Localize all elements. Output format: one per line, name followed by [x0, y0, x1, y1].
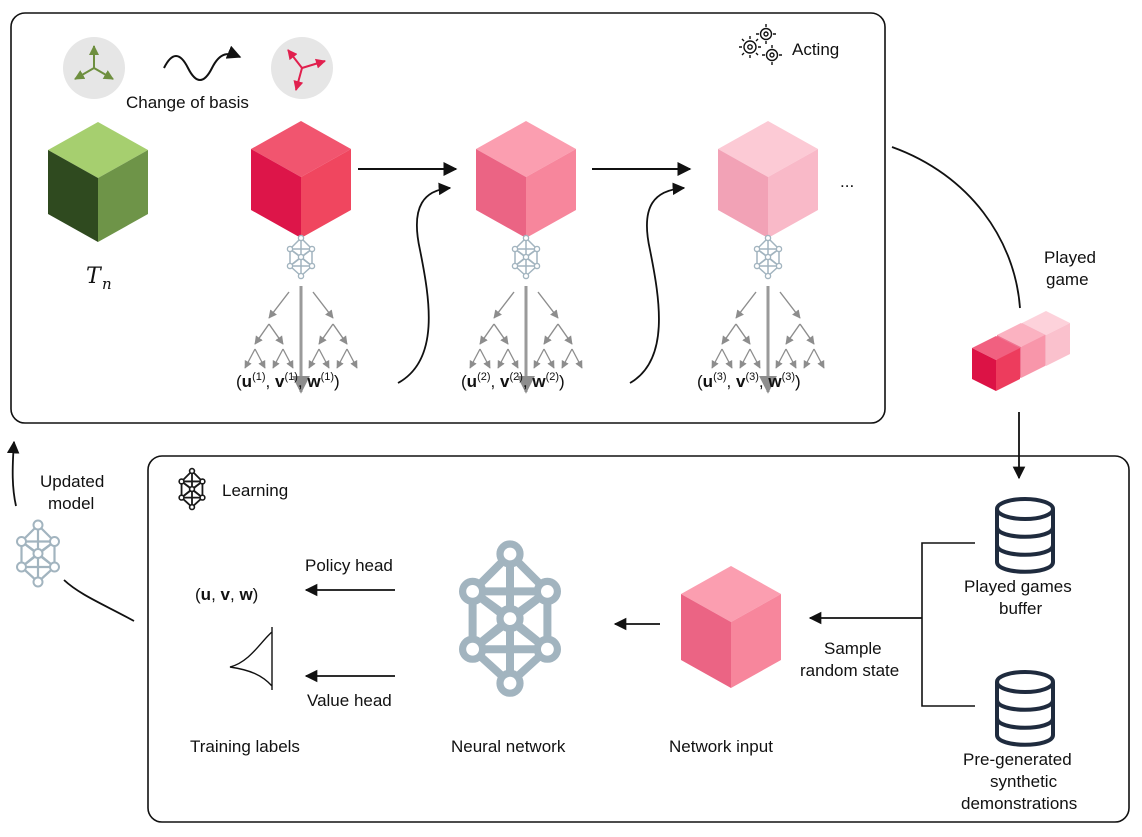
tensor-label: T n — [86, 264, 112, 293]
neural-network-label: Neural network — [451, 737, 566, 756]
search-tree-1 — [244, 234, 358, 394]
factor-label-1: (u(1), v(1), w(1)) — [236, 371, 340, 391]
value-distribution-icon — [229, 627, 273, 690]
search-tree-3 — [711, 234, 825, 394]
pre-generated-line1: Pre-generated — [963, 750, 1072, 769]
basis-icon-green — [63, 37, 125, 99]
factor-label-3: (u(3), v(3), w(3)) — [697, 371, 801, 391]
learning-title: Learning — [222, 481, 288, 500]
cube-state-2 — [476, 121, 576, 238]
pre-generated-line3: demonstrations — [961, 794, 1077, 813]
acting-panel — [10, 12, 886, 424]
network-input-label: Network input — [669, 737, 773, 756]
cube-network-input — [681, 566, 781, 688]
arrow-updated-model — [6, 440, 20, 507]
uvw-label: (u, v, w) — [195, 585, 258, 604]
played-games-buffer-line2: buffer — [999, 599, 1043, 618]
updated-model-icon — [16, 519, 60, 588]
network-icon — [178, 467, 206, 511]
sample-random-state-line1: Sample — [824, 639, 882, 658]
database-icon-played-games — [995, 497, 1055, 574]
updated-model-label-line2: model — [48, 494, 94, 513]
pre-generated-line2: synthetic — [990, 772, 1058, 791]
played-game-label-line2: game — [1046, 270, 1089, 289]
cube-tensor-green — [48, 122, 148, 242]
played-game-blocks — [972, 311, 1070, 391]
cube-state-1 — [251, 121, 351, 238]
learning-panel — [147, 455, 1130, 823]
neural-network-graphic — [459, 540, 562, 697]
search-tree-2 — [469, 234, 583, 394]
value-head-label: Value head — [307, 691, 392, 710]
updated-model-label-line1: Updated — [40, 472, 104, 491]
wave-arrow — [163, 45, 242, 81]
played-game-connector — [891, 146, 1021, 309]
gears-icon — [739, 24, 782, 65]
cube-state-3 — [718, 121, 818, 238]
played-games-buffer-line1: Played games — [964, 577, 1072, 596]
svg-text:T: T — [86, 264, 103, 289]
arrow-factor-2-to-state-3 — [629, 182, 686, 384]
svg-text:n: n — [102, 275, 112, 293]
acting-title: Acting — [792, 40, 839, 59]
policy-head-label: Policy head — [305, 556, 393, 575]
played-game-label-line1: Played — [1044, 248, 1096, 267]
change-of-basis-label: Change of basis — [126, 93, 249, 112]
updated-model-connector — [63, 579, 135, 622]
ellipsis: ... — [840, 172, 854, 191]
database-icon-synthetic — [995, 670, 1055, 747]
basis-icon-pink — [271, 37, 333, 99]
factor-label-2: (u(2), v(2), w(2)) — [461, 371, 565, 391]
arrow-factor-1-to-state-2 — [397, 182, 452, 384]
training-labels-label: Training labels — [190, 737, 300, 756]
sample-random-state-line2: random state — [800, 661, 899, 680]
buffer-bracket — [921, 542, 975, 707]
